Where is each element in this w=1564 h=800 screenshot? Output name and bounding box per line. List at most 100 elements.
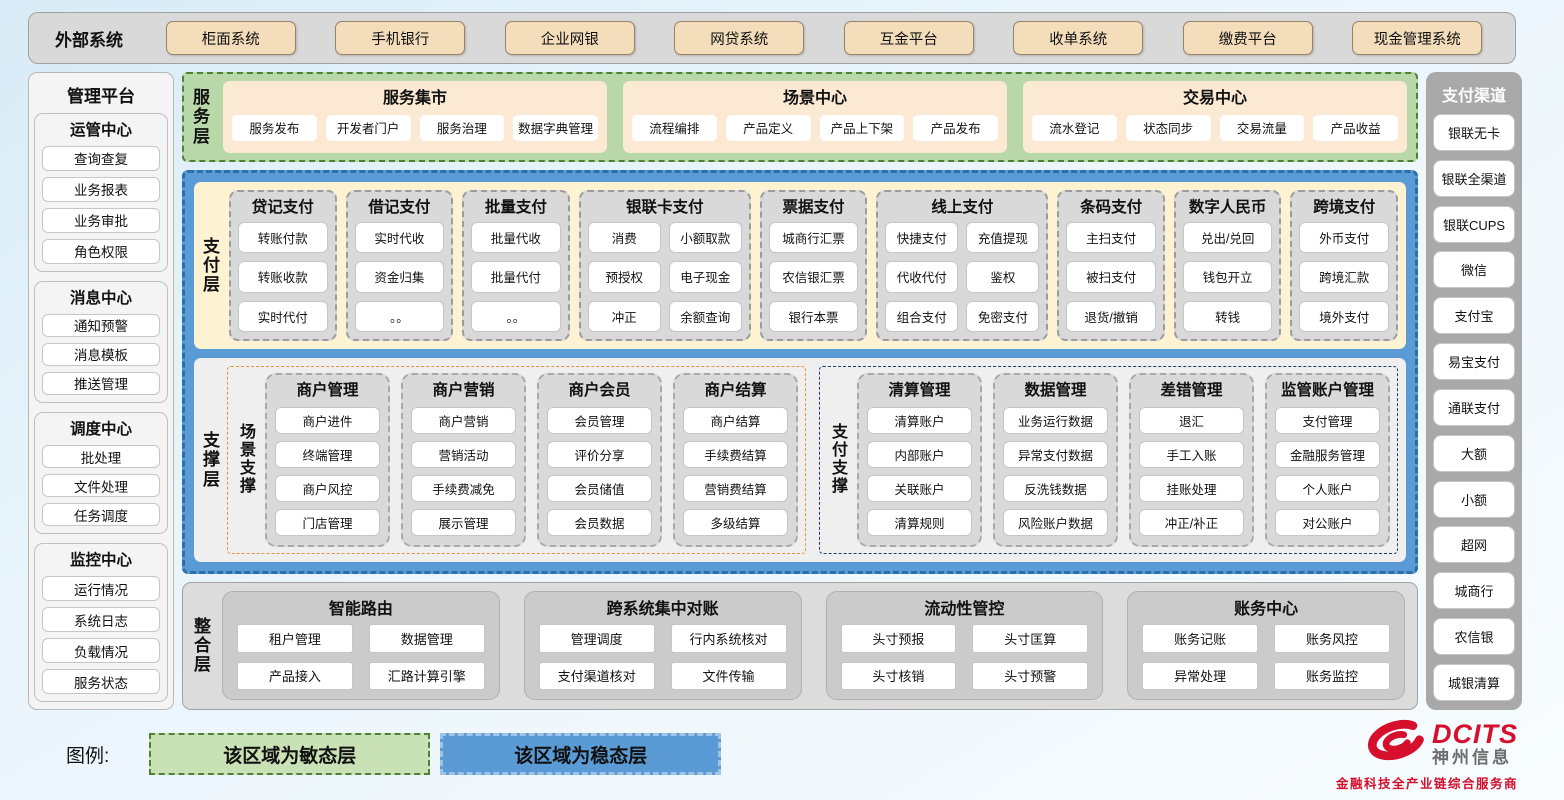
logo-tagline: 金融科技全产业链综合服务商 [1335, 776, 1518, 791]
support-item: 退汇 [1139, 407, 1245, 434]
payment-group-title: 跨境支付 [1313, 199, 1376, 216]
payment-layer-groups: 贷记支付转账付款转账收款实时代付借记支付实时代收资金归集。。批量支付批量代收批量… [229, 190, 1399, 341]
payment-group: 数字人民币兑出/兑回钱包开立转钱 [1173, 190, 1282, 341]
payment-item: 钱包开立 [1182, 261, 1273, 293]
integration-item: 账务记账 [1142, 624, 1259, 653]
management-item: 消息模板 [42, 342, 160, 366]
service-group: 交易中心流水登记状态同步交易流量产品收益 [1023, 81, 1407, 153]
payment-item: 余额查询 [668, 300, 742, 332]
integration-group-title: 跨系统集中对账 [606, 601, 719, 618]
payment-item: 代收代付 [885, 261, 959, 293]
payment-item: 。。 [471, 300, 561, 332]
payment-group: 借记支付实时代收资金归集。。 [345, 190, 454, 341]
payment-channel-item: 银联CUPS [1433, 205, 1515, 243]
integration-item: 账务监控 [1274, 661, 1390, 690]
integration-item: 头寸预报 [840, 624, 957, 653]
management-sections: 运管中心查询查复业务报表业务审批角色权限消息中心通知预警消息模板推送管理调度中心… [34, 113, 168, 702]
payment-item: 转账付款 [238, 222, 328, 254]
integration-layer-label: 整合层 [194, 616, 211, 675]
support-item: 商户结算 [683, 407, 789, 434]
payment-channel-item: 小额 [1433, 480, 1515, 518]
support-group-title: 商户结算 [704, 382, 767, 399]
payment-group: 线上支付快捷支付充值提现代收代付鉴权组合支付免密支付 [876, 190, 1049, 341]
management-item: 推送管理 [42, 371, 160, 395]
service-item: 状态同步 [1125, 114, 1211, 141]
integration-group: 流动性管控头寸预报头寸匡算头寸核销头寸预警 [825, 591, 1104, 700]
support-group: 商户管理商户进件终端管理商户风控门店管理 [265, 373, 391, 547]
service-item: 流程编排 [632, 114, 717, 141]
payment-item: 预授权 [587, 261, 661, 293]
service-item: 开发者门户 [325, 114, 411, 141]
integration-item: 汇路计算引擎 [368, 661, 485, 690]
management-item: 任务调度 [42, 503, 160, 527]
support-item: 反洗钱数据 [1003, 475, 1109, 502]
external-system-item: 网贷系统 [674, 21, 805, 55]
payment-channel-item: 农信银 [1433, 618, 1515, 656]
integration-group: 智能路由租户管理数据管理产品接入汇路计算引擎 [222, 591, 500, 700]
service-item: 产品上下架 [819, 114, 905, 141]
support-item: 会员管理 [547, 407, 653, 434]
management-item: 系统日志 [42, 607, 160, 633]
support-item: 关联账户 [867, 475, 973, 502]
payment-item: 转账收款 [238, 261, 328, 293]
payment-group-title: 条码支付 [1080, 199, 1143, 216]
support-group: 差错管理退汇手工入账挂账处理冲正/补正 [1129, 373, 1255, 547]
support-item: 支付管理 [1275, 407, 1381, 434]
service-layer-groups: 服务集市服务发布开发者门户服务治理数据字典管理场景中心流程编排产品定义产品上下架… [223, 81, 1407, 153]
support-item: 清算账户 [867, 407, 973, 434]
service-item: 服务治理 [419, 114, 505, 141]
legend: 图例: 该区域为敏态层该区域为稳态层 [66, 733, 722, 775]
payment-item: 城商行汇票 [768, 222, 859, 254]
legend-items: 该区域为敏态层该区域为稳态层 [149, 733, 722, 775]
external-system-item: 缴费平台 [1182, 21, 1313, 55]
stable-layer-container: 支付层 贷记支付转账付款转账收款实时代付借记支付实时代收资金归集。。批量支付批量… [182, 170, 1418, 574]
external-systems-label: 外部系统 [55, 30, 123, 50]
support-layer-sections: 场景支撑商户管理商户进件终端管理商户风控门店管理商户营销商户营销营销活动手续费减… [227, 366, 1398, 554]
payment-item: 鉴权 [966, 261, 1040, 293]
payment-channel-item: 易宝支付 [1433, 343, 1515, 381]
payment-channel-item: 银联全渠道 [1433, 159, 1515, 197]
management-item: 文件处理 [42, 474, 160, 498]
support-item: 多级结算 [683, 509, 789, 536]
bottom-row: 图例: 该区域为敏态层该区域为稳态层 DCITS 神州信息 [28, 710, 1522, 794]
management-item: 角色权限 [42, 238, 160, 264]
management-section: 消息中心通知预警消息模板推送管理 [34, 280, 168, 403]
integration-item: 租户管理 [237, 624, 353, 653]
support-item: 业务运行数据 [1003, 407, 1109, 434]
payment-item: 组合支付 [885, 300, 959, 332]
payment-group: 批量支付批量代收批量代付。。 [462, 190, 570, 341]
payment-item: 冲正 [587, 300, 661, 332]
payment-item: 银行本票 [768, 300, 859, 332]
support-layer: 支撑层 场景支撑商户管理商户进件终端管理商户风控门店管理商户营销商户营销营销活动… [194, 358, 1406, 562]
support-section: 支付支撑清算管理清算账户内部账户关联账户清算规则数据管理业务运行数据异常支付数据… [819, 366, 1398, 554]
support-group: 数据管理业务运行数据异常支付数据反洗钱数据风险账户数据 [993, 373, 1119, 547]
payment-channel-item: 城商行 [1433, 572, 1515, 610]
payment-item: 小额取款 [668, 222, 742, 254]
support-item: 营销活动 [411, 441, 517, 468]
integration-item: 数据管理 [368, 624, 485, 653]
support-group-title: 商户管理 [296, 382, 359, 399]
payment-item: 被扫支付 [1066, 261, 1156, 293]
payment-layer: 支付层 贷记支付转账付款转账收款实时代付借记支付实时代收资金归集。。批量支付批量… [194, 182, 1406, 349]
support-section-label: 支付支撑 [832, 424, 849, 495]
service-item: 交易流量 [1219, 114, 1305, 141]
support-item: 风险账户数据 [1003, 509, 1109, 536]
support-item: 评价分享 [547, 441, 653, 468]
integration-group-title: 账务中心 [1234, 601, 1299, 618]
payment-channel-item: 微信 [1433, 251, 1515, 289]
payment-item: 退货/撤销 [1066, 300, 1156, 332]
payment-channel-item: 大额 [1433, 434, 1515, 472]
support-group: 商户结算商户结算手续费结算营销费结算多级结算 [673, 373, 799, 547]
payment-group: 银联卡支付消费小额取款预授权电子现金冲正余额查询 [578, 190, 751, 341]
payment-channel-item: 支付宝 [1433, 297, 1515, 335]
support-group-title: 商户营销 [432, 382, 495, 399]
support-group: 清算管理清算账户内部账户关联账户清算规则 [857, 373, 983, 547]
management-section-title: 运管中心 [69, 122, 132, 139]
management-item: 服务状态 [42, 669, 160, 695]
payment-item: 。。 [354, 300, 445, 332]
service-group-title: 交易中心 [1182, 90, 1247, 107]
management-platform-panel: 管理平台 运管中心查询查复业务报表业务审批角色权限消息中心通知预警消息模板推送管… [28, 72, 174, 710]
payment-group-title: 贷记支付 [251, 199, 314, 216]
